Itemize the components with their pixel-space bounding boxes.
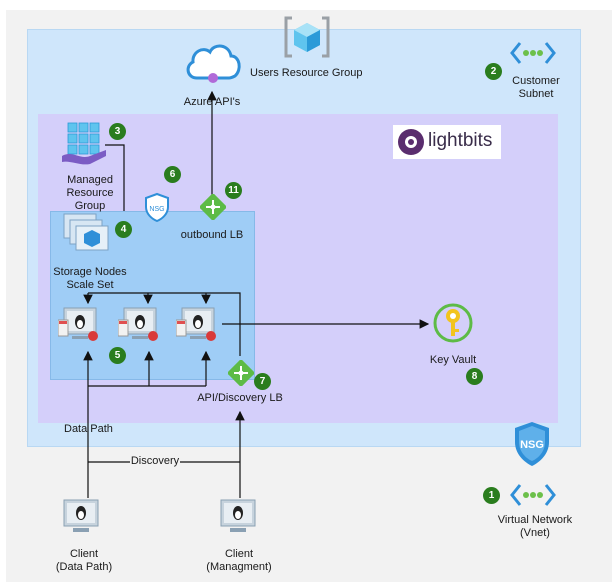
badge-5: 5 xyxy=(109,347,126,364)
client-data-path-label: Client (Data Path) xyxy=(55,548,113,573)
linux-vm-icon xyxy=(220,499,256,532)
badge-4: 4 xyxy=(115,221,132,238)
linux-vm-icon xyxy=(176,307,216,341)
outbound-lb-label: outbound LB xyxy=(180,229,244,241)
resource-group-icon xyxy=(284,16,330,58)
nsg-small-text: NSG xyxy=(149,206,164,213)
azure-apis-label: Azure API's xyxy=(183,96,241,108)
badge-3: 3 xyxy=(109,123,126,140)
badge-1: 1 xyxy=(483,487,500,504)
scale-set-icon xyxy=(63,213,109,251)
managed-rg-label: Managed Resource Group xyxy=(66,174,114,212)
linux-vm-icon xyxy=(63,499,99,532)
badge-8: 8 xyxy=(466,368,483,385)
users-rg-label: Users Resource Group xyxy=(250,67,363,79)
customer-subnet-label: Customer Subnet xyxy=(512,75,560,100)
managed-rg-link xyxy=(105,144,125,211)
managed-rg-icon xyxy=(62,122,106,165)
key-vault-icon xyxy=(433,303,473,343)
nsg-shield-icon: NSG xyxy=(145,192,169,222)
badge-2: 2 xyxy=(485,63,502,80)
lightbits-icon xyxy=(398,129,424,155)
key-vault-label: Key Vault xyxy=(429,354,477,366)
lightbits-wordmark: lightbits xyxy=(428,130,493,151)
nsg-shield-icon: NSG xyxy=(515,422,549,466)
nsg-large-text: NSG xyxy=(520,439,544,451)
data-path-label: Data Path xyxy=(64,423,113,435)
node-bus-line xyxy=(88,292,241,356)
discovery-label: Discovery xyxy=(130,455,180,468)
linux-vm-icon xyxy=(118,307,158,341)
api-discovery-lb-label: API/Discovery LB xyxy=(197,392,283,404)
load-balancer-icon xyxy=(228,360,254,386)
lightbits-logo: lightbits xyxy=(393,125,501,159)
badge-11: 11 xyxy=(225,182,242,199)
cloud-api-icon xyxy=(186,44,241,83)
badge-7: 7 xyxy=(254,373,271,390)
virtual-network-icon xyxy=(510,484,556,506)
virtual-network-label: Virtual Network (Vnet) xyxy=(497,514,573,539)
subnet-icon xyxy=(510,42,556,64)
linux-vm-icon xyxy=(58,307,98,341)
load-balancer-icon xyxy=(200,194,226,220)
client-management-label: Client (Managment) xyxy=(206,548,272,573)
badge-6: 6 xyxy=(164,166,181,183)
scale-set-label: Storage Nodes Scale Set xyxy=(53,266,127,291)
